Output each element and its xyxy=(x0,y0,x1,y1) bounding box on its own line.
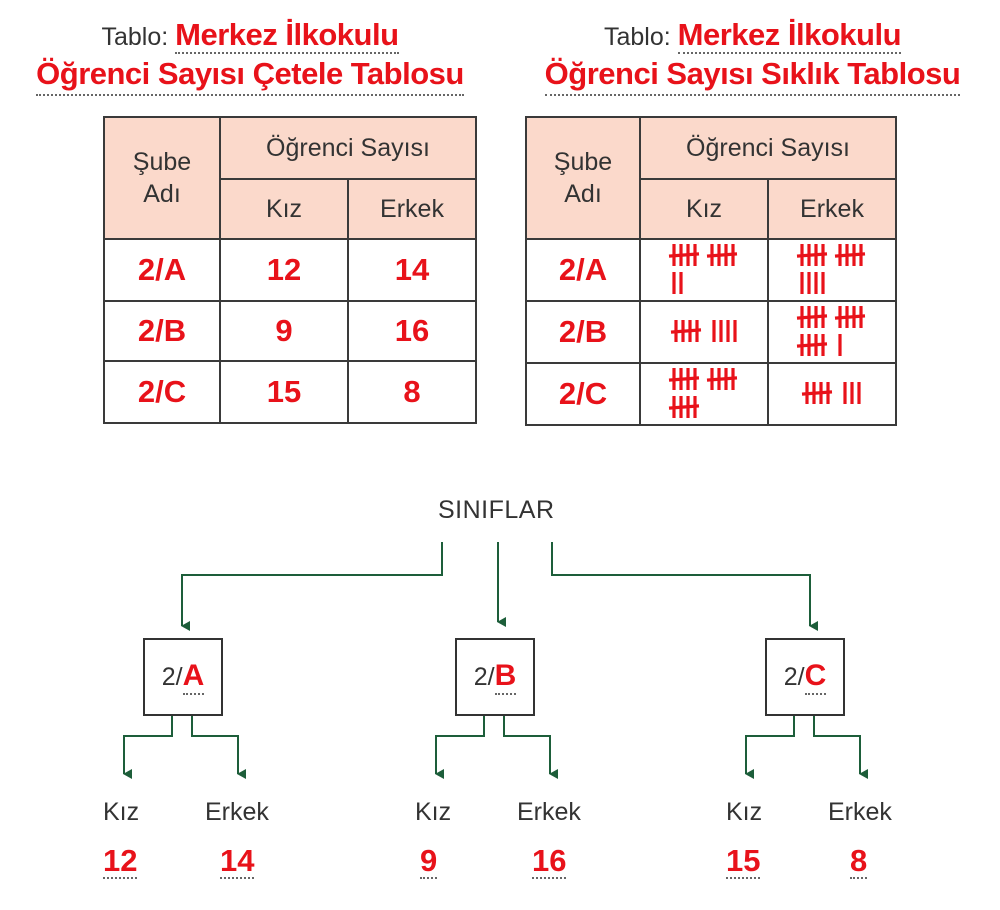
header-ogrenci-sayisi: Öğrenci Sayısı xyxy=(218,116,478,180)
leaf-count-kiz: 12 xyxy=(103,843,138,879)
branch-letter: C xyxy=(804,659,827,695)
tally-cross xyxy=(670,328,701,334)
tally-svg xyxy=(670,320,737,342)
right-title-label: Tablo: xyxy=(603,23,671,51)
branch-box-c: 2/C xyxy=(765,638,845,716)
frequency-tally-table: Şube Adı Öğrenci Sayısı Kız Erkek 2/A 2/… xyxy=(525,116,898,426)
tally-svg xyxy=(796,306,866,356)
class-tree-diagram: SINIFLAR 2/A 2/B 2/C Kız Erkek Kız Erkek… xyxy=(0,480,1000,910)
header-sube: Şube Adı xyxy=(103,116,221,240)
row-kiz: 12 xyxy=(219,238,349,302)
tally-svg xyxy=(796,244,866,294)
tree-arrow xyxy=(813,714,868,779)
left-title-subtitle: Öğrenci Sayısı Çetele Tablosu xyxy=(36,54,464,96)
right-title-subtitle: Öğrenci Sayısı Sıklık Tablosu xyxy=(544,54,961,96)
tally-cross xyxy=(668,376,700,382)
tally-cross xyxy=(801,390,833,396)
branch-letter: B xyxy=(494,659,517,695)
tree-arrow xyxy=(745,714,795,779)
leaf-label-erkek: Erkek xyxy=(205,798,269,826)
leaf-count-erkek: 16 xyxy=(532,843,567,879)
leaf-count-kiz: 15 xyxy=(726,843,761,879)
header-erkek: Erkek xyxy=(766,178,898,240)
right-title-school: Merkez İlkokulu xyxy=(677,17,902,54)
tally-marks xyxy=(639,300,769,364)
row-kiz: 15 xyxy=(219,360,349,424)
tree-arrow xyxy=(435,714,485,779)
row-erkek: 8 xyxy=(346,360,478,424)
tally-count-table: Şube Adı Öğrenci Sayısı Kız Erkek 2/A 12… xyxy=(103,116,478,424)
left-title-school: Merkez İlkokulu xyxy=(175,17,399,54)
tally-cross xyxy=(834,252,866,258)
row-kiz: 9 xyxy=(219,300,349,362)
row-sube: 2/A xyxy=(103,238,221,302)
header-kiz: Kız xyxy=(219,178,349,240)
leaf-label-erkek: Erkek xyxy=(517,798,581,826)
row-erkek: 14 xyxy=(346,238,478,302)
leaf-label-kiz: Kız xyxy=(415,798,452,826)
leaf-label-kiz: Kız xyxy=(726,798,763,826)
tally-cross xyxy=(796,314,828,320)
tally-cross xyxy=(706,376,738,382)
tally-svg xyxy=(801,382,861,404)
leaf-label-kiz: Kız xyxy=(103,798,140,826)
row-sube: 2/B xyxy=(103,300,221,362)
tree-arrow xyxy=(181,542,443,631)
leaf-count-erkek: 14 xyxy=(220,843,255,879)
tree-arrow xyxy=(191,714,246,779)
row-sube: 2/C xyxy=(525,362,641,426)
tree-arrow xyxy=(503,714,558,779)
row-sube: 2/A xyxy=(525,238,641,302)
row-erkek: 16 xyxy=(346,300,478,362)
tally-marks xyxy=(766,300,898,364)
header-kiz: Kız xyxy=(639,178,769,240)
right-title: Tablo: Merkez İlkokulu Öğrenci Sayısı Sı… xyxy=(505,17,1000,96)
row-sube: 2/B xyxy=(525,300,641,364)
tally-cross xyxy=(668,252,700,258)
root-label: SINIFLAR xyxy=(438,496,555,524)
left-title: Tablo: Merkez İlkokulu Öğrenci Sayısı Çe… xyxy=(0,17,500,96)
tally-marks xyxy=(639,238,769,302)
row-sube: 2/C xyxy=(103,360,221,424)
tally-cross xyxy=(796,342,828,348)
tally-cross xyxy=(706,252,738,258)
tally-marks xyxy=(639,362,769,426)
tally-cross xyxy=(834,314,866,320)
tally-marks xyxy=(766,238,898,302)
branch-box-b: 2/B xyxy=(455,638,535,716)
branch-letter: A xyxy=(182,659,205,695)
leaf-count-erkek: 8 xyxy=(850,843,868,879)
header-ogrenci-sayisi: Öğrenci Sayısı xyxy=(638,116,898,180)
tree-arrow xyxy=(123,714,173,779)
branch-box-a: 2/A xyxy=(143,638,223,716)
header-sube: Şube Adı xyxy=(525,116,641,240)
tally-svg xyxy=(668,244,738,294)
tally-cross xyxy=(796,252,828,258)
tally-marks xyxy=(766,362,898,426)
tree-arrows xyxy=(123,542,868,779)
tree-arrow xyxy=(551,542,818,631)
header-erkek: Erkek xyxy=(346,178,478,240)
leaf-count-kiz: 9 xyxy=(420,843,438,879)
tally-cross xyxy=(668,404,700,410)
tally-svg xyxy=(668,368,738,418)
leaf-label-erkek: Erkek xyxy=(828,798,892,826)
left-title-label: Tablo: xyxy=(101,23,169,51)
